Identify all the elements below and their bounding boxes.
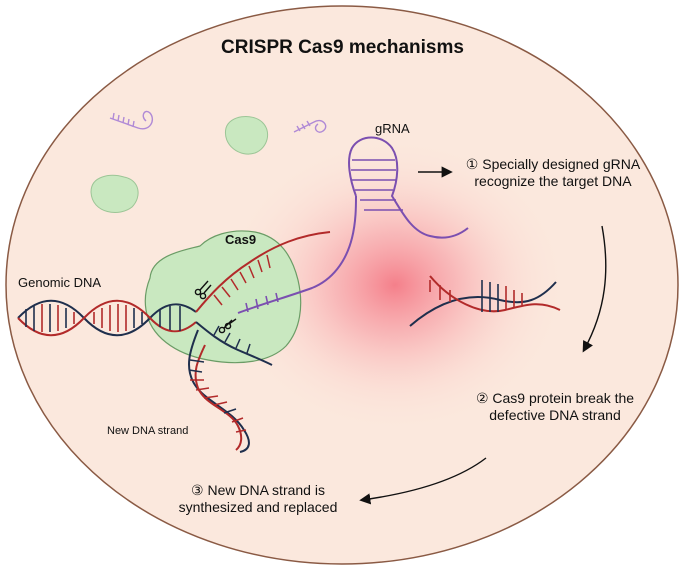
step-2-line2: defective DNA strand (489, 406, 621, 423)
step-1-line1: Specially designed gRNA (482, 156, 641, 172)
rna-fragment-left (109, 110, 154, 130)
step-2-line1: Cas9 protein break the (492, 390, 635, 406)
step-2-text: ② Cas9 protein break the defective DNA s… (460, 390, 650, 424)
step-2-marker: ② (475, 390, 489, 406)
new-dna-strand-helix (188, 329, 250, 453)
scissors-icon (194, 280, 212, 300)
step-3-line1: New DNA strand is (207, 482, 325, 498)
genomic-dna-label: Genomic DNA (18, 275, 102, 290)
protein-blob-small-2 (224, 116, 269, 155)
cas9-label: Cas9 (225, 232, 257, 247)
curved-arrow-icon (582, 225, 607, 353)
rna-fragment-right (293, 119, 327, 133)
activity-glow (220, 135, 570, 435)
protein-blob-small (90, 174, 139, 213)
diagram-title: CRISPR Cas9 mechanisms (221, 37, 464, 58)
genomic-dna-helix (17, 299, 197, 337)
step-1-line2: recognize the target DNA (474, 172, 632, 189)
new-dna-strand-label: New DNA strand (107, 425, 189, 437)
scissors-icon (218, 318, 237, 334)
target-dna-strands (195, 231, 331, 366)
step-3-text: ③ New DNA strand is synthesized and repl… (168, 482, 348, 516)
grna-strand (237, 136, 469, 314)
step-3-marker: ③ (191, 482, 204, 498)
grna-label: gRNA (375, 121, 410, 136)
target-dna-helix (409, 275, 561, 327)
step-3-line2: synthesized and replaced (178, 498, 338, 515)
step-1-marker: ① (465, 156, 479, 172)
curved-arrow-icon (359, 457, 487, 505)
step-1-text: ① Specially designed gRNA recognize the … (458, 156, 648, 190)
